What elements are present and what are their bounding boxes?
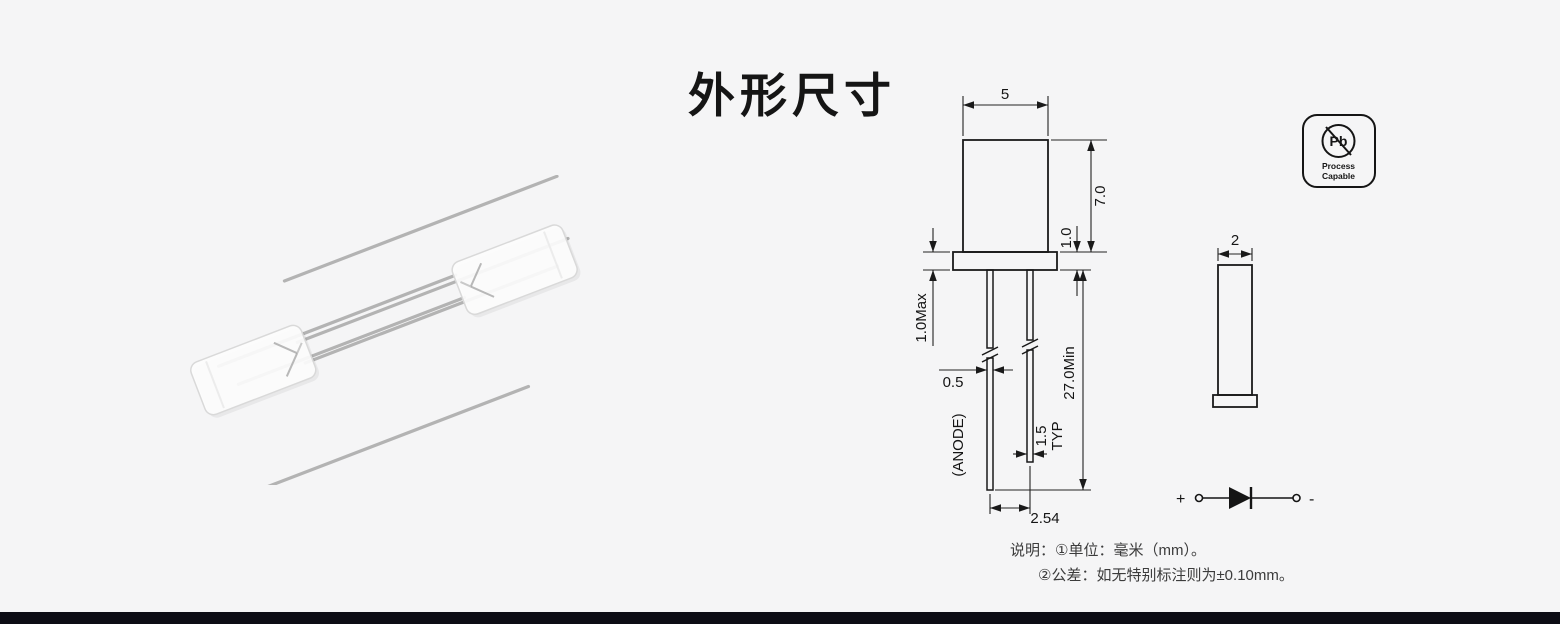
dim-depth-label: 2: [1231, 232, 1239, 249]
diode-triangle: [1229, 487, 1251, 509]
front-view-drawing: 5 7.0 1.0 1.0Max 0.5 27.0Min 1.5 TYP (AN…: [913, 86, 1109, 527]
led-flange-side: [1212, 394, 1258, 408]
dim-lead-typ-label: TYP: [1049, 421, 1066, 450]
footer-bar: [0, 612, 1560, 624]
anode-terminal-dot: [1194, 493, 1204, 503]
side-view-drawing: 2: [1212, 232, 1258, 408]
dim-lead-width-label: 0.5: [943, 374, 964, 391]
anode-lead-upper: [986, 269, 994, 349]
minus-label: -: [1309, 491, 1314, 508]
led-body-photo-upper: [451, 224, 581, 318]
led-package-outline: [952, 139, 1058, 271]
dim-body-height-label: 7.0: [1092, 186, 1109, 207]
notes-block: 说明：①单位：毫米（mm）。 ②公差：如无特别标注则为±0.10mm。: [1010, 538, 1294, 588]
anode-lead-lower: [986, 357, 994, 491]
dim-flange-lip-label: 1.0Max: [913, 293, 930, 343]
diode-polarity-symbol: + -: [1176, 487, 1314, 509]
note-units: 说明：①单位：毫米（mm）。: [1010, 542, 1206, 559]
dim-lead-typ-value: 1.5: [1033, 426, 1050, 447]
cathode-terminal-dot: [1292, 493, 1301, 503]
product-photo: [190, 175, 581, 485]
lead-break-mark: [981, 353, 999, 363]
led-body-side: [1217, 264, 1253, 396]
anode-label: (ANODE): [950, 413, 967, 476]
pb-caption-line1: Process: [1322, 161, 1355, 171]
led-outline-side: [1212, 264, 1258, 408]
dimension-lines: [923, 96, 1107, 514]
dim-lead-length-label: 27.0Min: [1061, 346, 1078, 399]
lead-break-mark: [1021, 345, 1039, 355]
dim-pitch-label: 2.54: [1030, 510, 1059, 527]
cathode-lead-upper: [1026, 269, 1034, 341]
pb-free-badge-art: Pb Process Capable: [1321, 124, 1356, 181]
note-tolerance: ②公差：如无特别标注则为±0.10mm。: [1038, 567, 1294, 584]
page-title: 外形尺寸: [688, 69, 896, 122]
pb-circle: [1321, 124, 1356, 158]
led-body-front: [962, 139, 1049, 253]
dimension-lines-side: [1217, 248, 1253, 261]
dim-width-label: 5: [1001, 86, 1009, 103]
pb-caption-line2: Capable: [1322, 171, 1355, 181]
plus-label: +: [1176, 491, 1185, 508]
dim-flange-height-label: 1.0: [1058, 228, 1075, 249]
led-leads-photo: [216, 175, 570, 485]
pb-strike-line: [1325, 126, 1352, 156]
lead-break-mark: [981, 346, 999, 356]
led-flange-front: [952, 251, 1058, 271]
led-leads-front: [981, 269, 1039, 491]
led-body-photo-lower: [190, 324, 320, 418]
pb-free-badge: Pb Process Capable: [1302, 114, 1376, 188]
lead-break-mark: [1021, 338, 1039, 348]
